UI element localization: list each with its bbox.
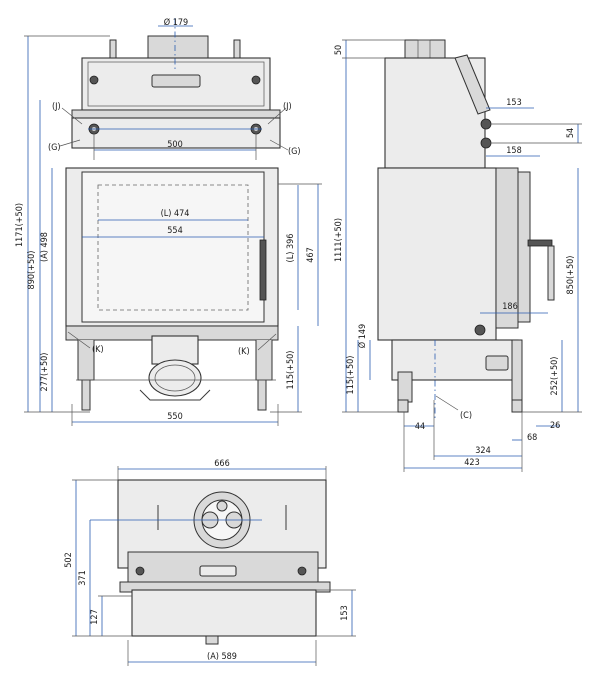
dim-handle-offset: 153	[506, 98, 521, 108]
side-flue-collar	[404, 39, 446, 59]
dim-top-total-width: 666	[214, 459, 229, 469]
side-air-inlet	[397, 371, 413, 403]
dim-top-width: 500	[167, 140, 182, 150]
dim-bottom-height: 277(+50)	[40, 353, 50, 392]
dim-base-height: 252(+50)	[550, 357, 560, 396]
dim-inner-width: 554	[167, 226, 182, 236]
dim-spigot-depth: 186	[502, 302, 517, 312]
air-inlet	[148, 359, 202, 397]
dim-flue: Ø 179	[164, 17, 188, 28]
dim-base-width: 550	[167, 412, 182, 422]
dim-depth-153: 153	[340, 605, 350, 620]
dim-26: 26	[550, 421, 560, 431]
dim-depth-371: 371	[78, 570, 88, 585]
top-view: 666 502 371 127 153 (A) 589	[64, 459, 356, 666]
dim-44: 44	[415, 422, 425, 432]
dim-68: 68	[527, 433, 537, 443]
dim-top-depth: 502	[64, 552, 74, 567]
dim-glass-height-a: (A) 498	[40, 232, 50, 262]
dim-leg-height: 115(+50)	[286, 351, 296, 390]
dim-depth-127: 127	[90, 609, 100, 624]
dim-spigot-spacing: 54	[566, 128, 576, 138]
door-handle	[259, 239, 267, 301]
dim-top-gap: 50	[334, 45, 344, 55]
label-c: (C)	[460, 411, 472, 421]
dim-glass-width-a: (A) 589	[207, 652, 237, 662]
dim-side-leg-height: 115(+50)	[346, 356, 356, 395]
dim-glass-width-l: (L) 474	[161, 209, 190, 219]
leg-right	[257, 379, 267, 411]
flue-collar	[147, 35, 209, 59]
top-door	[131, 589, 317, 637]
label-g-left: (G)	[48, 143, 61, 153]
label-g-right: (G)	[288, 147, 301, 157]
dim-glass-height-l: (L) 396	[286, 234, 296, 263]
connection-band	[71, 117, 281, 149]
dim-324: 324	[475, 446, 490, 456]
dim-total-height: 1171(+50)	[15, 203, 25, 247]
leg-left	[81, 379, 91, 411]
dim-spigot-offset: 158	[506, 146, 521, 156]
hood-handle	[151, 74, 201, 88]
side-body	[377, 167, 497, 341]
side-view: 50 1111(+50) 153 54 158 850(+50) 186 115…	[334, 39, 582, 472]
front-view: Ø 179 1171(+50) 890(+50) (A) 498 277(+50…	[15, 17, 322, 426]
label-j-left: (J)	[52, 102, 61, 112]
side-handle	[454, 54, 491, 115]
label-k-left: (K)	[92, 345, 104, 355]
label-j-right: (J)	[283, 102, 292, 112]
dim-side-total-height: 1111(+50)	[334, 218, 344, 262]
label-k-right: (K)	[238, 347, 250, 357]
dim-air-diameter: Ø 149	[357, 324, 368, 348]
front-glass	[81, 171, 265, 323]
dim-body-height: 850(+50)	[566, 256, 576, 295]
dim-423: 423	[464, 458, 479, 468]
dim-firebox-height: 467	[306, 247, 316, 262]
dim-opening-height: 890(+50)	[27, 251, 37, 290]
